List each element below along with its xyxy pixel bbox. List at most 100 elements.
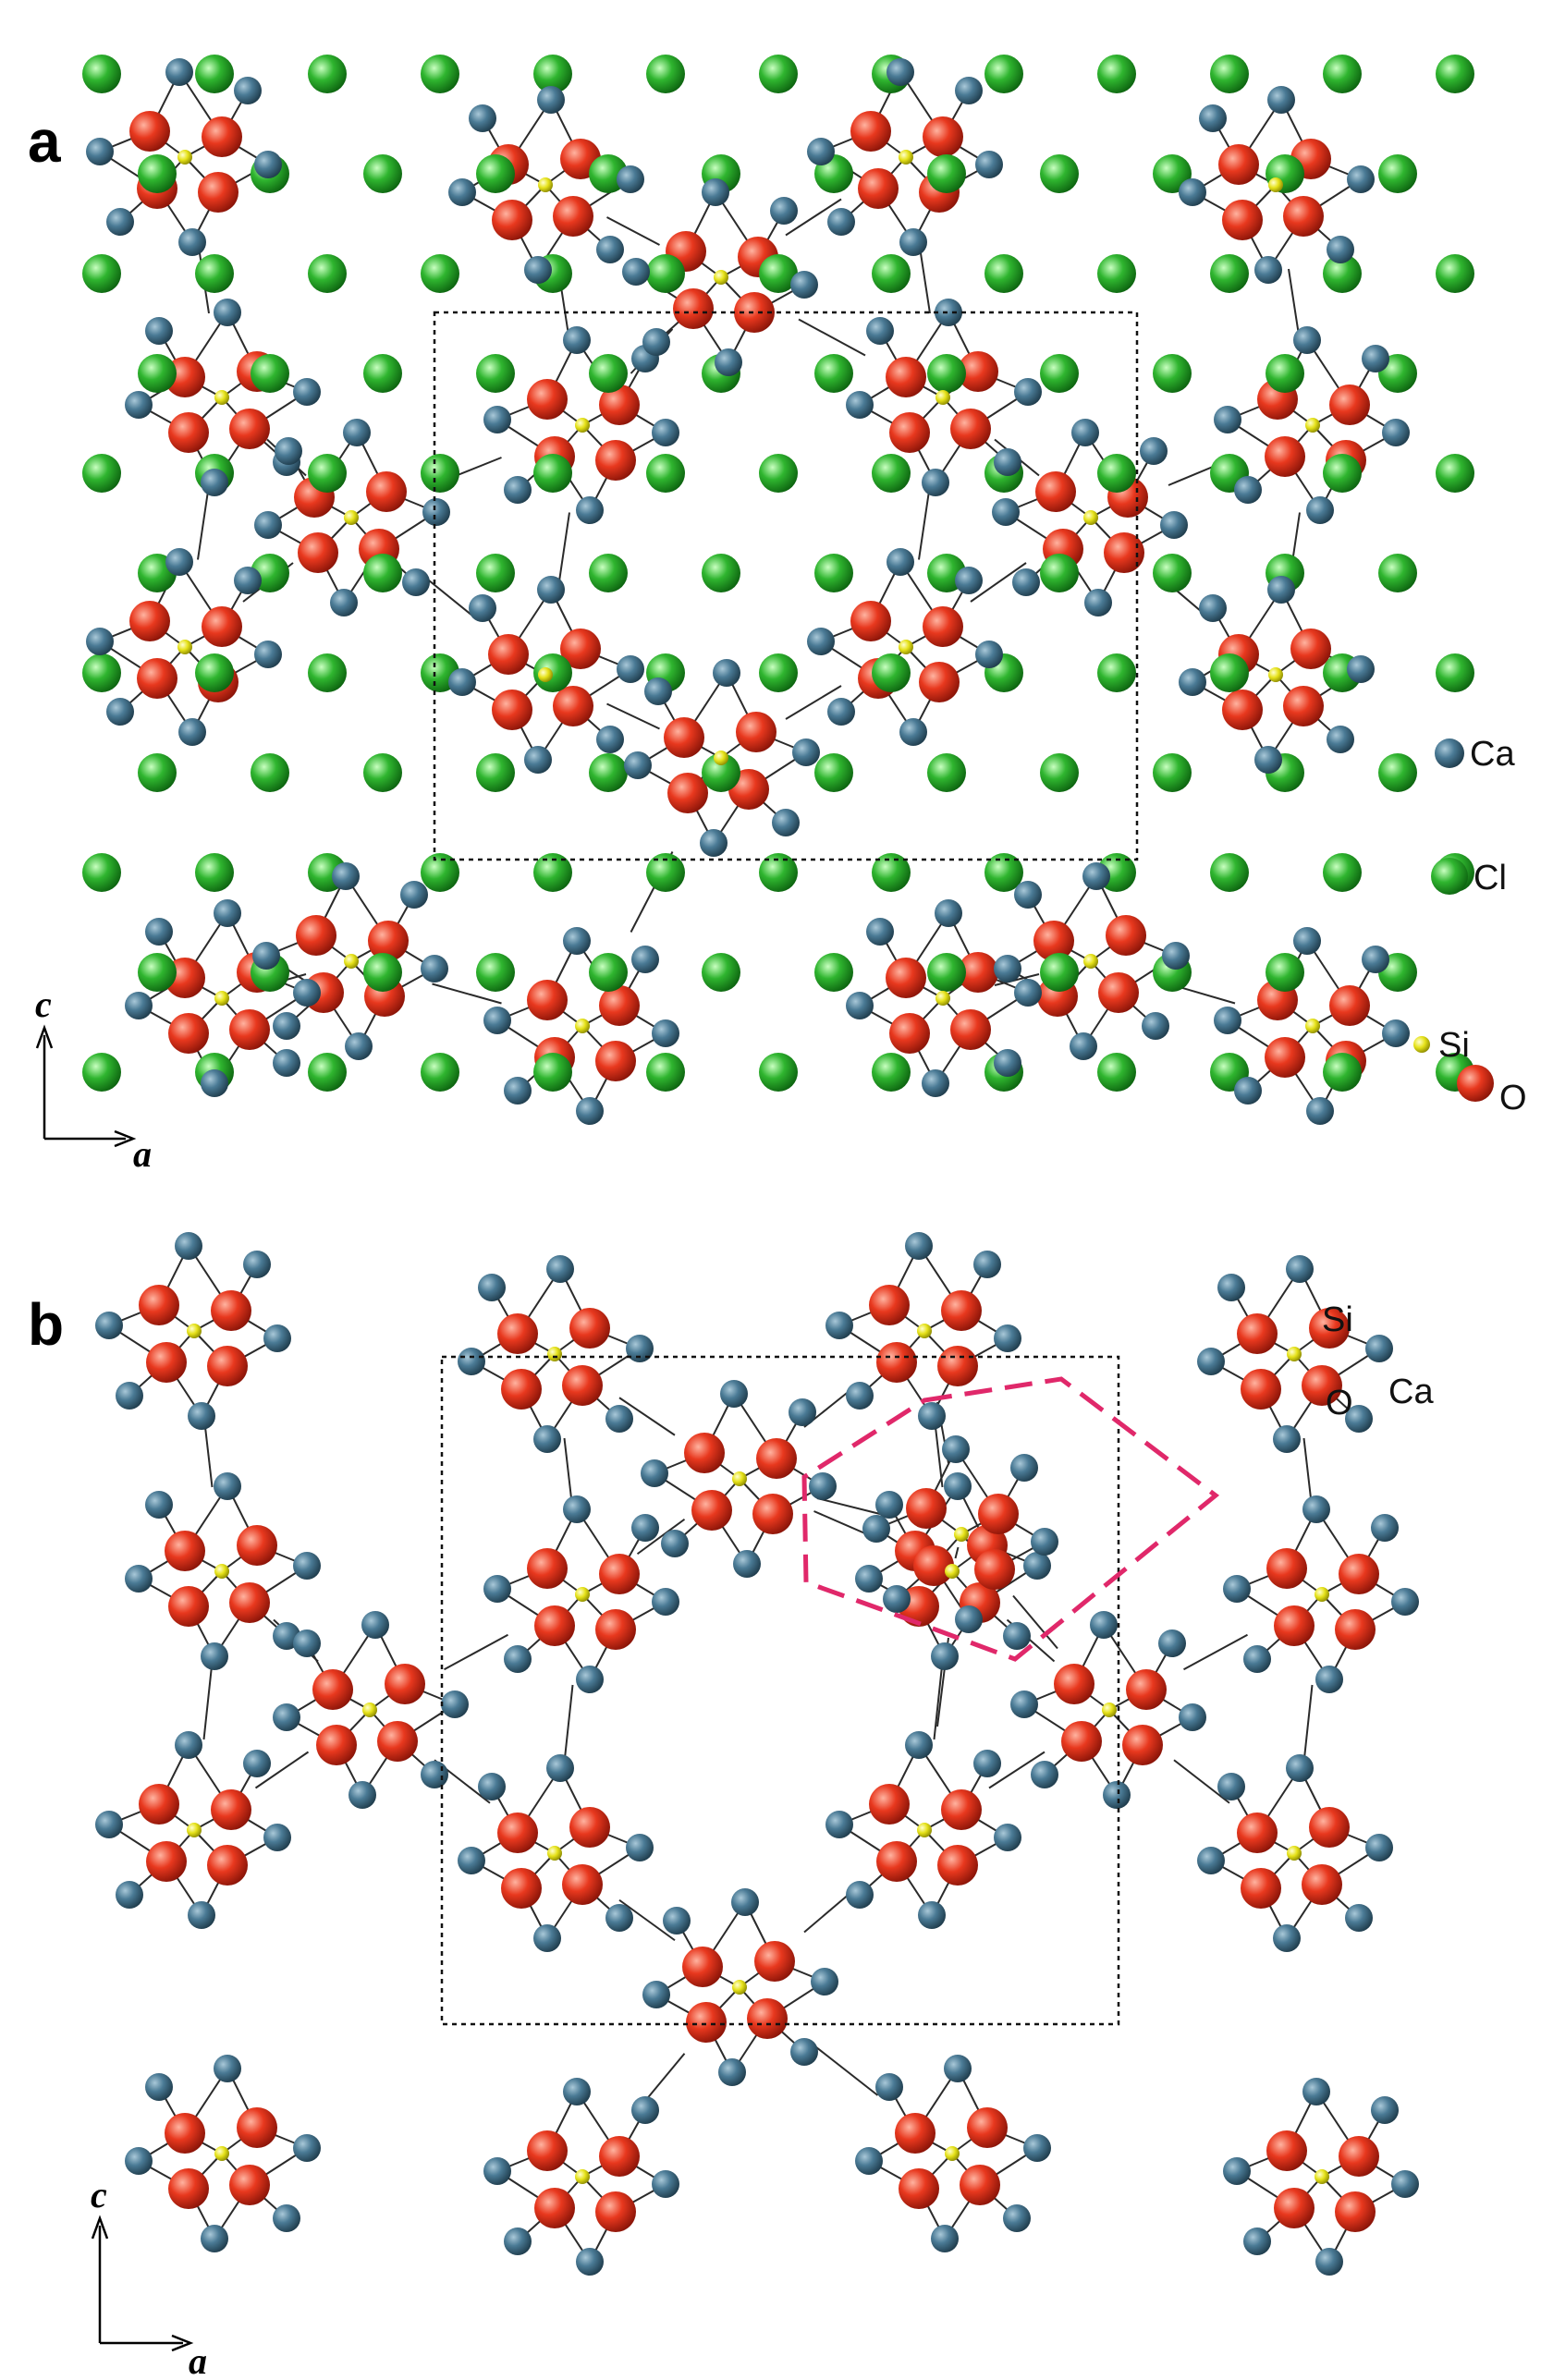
panel-b-ca-atom [944,1472,972,1500]
panel-b-bonds [108,1245,1406,2263]
panel-b-ca-atom [809,1472,837,1500]
panel-a-cl-atom [759,653,798,692]
panel-b-o-atom [211,1789,251,1830]
panel-b-si-atom [362,1703,377,1717]
panel-a-si-atom [1305,418,1320,433]
panel-b-ca-atom [931,1642,959,1670]
panel-a-cl-atom [872,454,911,493]
panel-b-ca-atom [1273,1924,1301,1952]
panel-a-o-atom [919,662,960,702]
panel-a-o-atom [229,1009,270,1050]
panel-a-cl-atom [1040,154,1079,193]
panel-b-ca-atom [944,2055,972,2082]
panel-a-cl-atom [589,354,628,393]
panel-b-ca-atom [1302,1495,1330,1523]
panel-a-cl-atom [646,853,685,892]
panel-b-ca-atom [1286,1255,1314,1283]
panel-a-cl-atom [1266,953,1304,992]
panel-b-ca-atom [145,2073,173,2101]
panel-a-ca-atom [807,628,835,655]
panel-a-si-atom [575,1019,590,1033]
panel-a-cl-atom [82,653,121,692]
panel-a-ca-atom [1382,419,1410,446]
panel-a-ca-atom [935,899,962,927]
panel-b-bridge-bond [988,1751,1046,1789]
panel-a-cl-atom [1323,55,1362,93]
panel-b-ca-atom [1031,1528,1058,1556]
panel-b-o-atom [139,1285,179,1325]
panel-a-ca-atom [1347,655,1375,683]
panel-a-ca-atom [330,589,358,616]
panel-a-cl-atom [1097,254,1136,293]
panel-a-ca-atom [922,469,949,496]
panel-b-ca-atom [1371,2096,1399,2124]
panel-a-cl-atom [927,154,966,193]
panel-b-o-atom [1061,1721,1102,1762]
panel-b-ca-atom [483,2157,511,2185]
panel-b-ca-atom [731,1888,759,1916]
legend-ca-swatch [1435,738,1464,768]
panel-a-ca-atom [792,738,820,766]
panel-a-ca-atom [1214,1007,1241,1034]
panel-b-o-atom [527,1548,568,1589]
panel-b-o-atom [1126,1669,1167,1710]
panel-b-si-atom [214,1564,229,1579]
panel-a-bonds [99,71,1397,1112]
panel-a-si-atom [214,390,229,405]
panel-b-si-atom [575,2169,590,2184]
panel-a-ca-atom [700,829,728,857]
panel-a-si-atom [344,954,359,969]
panel-a-ca-atom [1362,946,1389,973]
panel-a-axis-a: a [133,1133,152,1175]
panel-a-o-atom [673,288,714,329]
panel-a-o-atom [1283,196,1324,237]
panel-a-o-atom [129,601,170,641]
panel-b-ca-atom [576,1666,604,1693]
panel-a-ca-atom [483,406,511,433]
panel-b-ca-atom [175,1731,202,1759]
panel-a-ca-atom [622,258,650,286]
panel-a-cl-atom [927,354,966,393]
panel-a-si-atom [714,270,728,285]
panel-a-bridge-bond [994,973,1040,986]
panel-a-o-atom [886,958,926,998]
panel-b-ca-atom [214,2055,241,2082]
legend-o-swatch [1457,1065,1494,1102]
panel-b-bridge-bond [1183,1633,1248,1671]
panel-b-ca-atom [201,1642,228,1670]
panel-a-o-atom [492,690,532,730]
panel-a-cl-atom [1378,753,1417,792]
panel-a-cl-atom [308,653,347,692]
panel-b-ca-atom [201,2225,228,2252]
panel-a-cl-atom [308,1053,347,1092]
panel-b-axis-c: c [91,2174,107,2215]
panel-a-o-atom [129,111,170,152]
panel-b-ca-atom [504,1645,532,1673]
panel-b-o-atom [1302,1864,1342,1905]
panel-a-ca-atom [1142,1012,1169,1040]
panel-a-cl-atom [1323,1053,1362,1092]
panel-a-cl-atom [308,55,347,93]
panel-b-si-atom [1102,1703,1117,1717]
panel-a-cl-atom [872,1053,911,1092]
panel-b-ca-atom [1365,1834,1393,1861]
panel-b-o-atom [1122,1725,1163,1765]
panel-b-ca-atom [1243,2227,1271,2255]
panel-b-si-atom [575,1587,590,1602]
panel-b-ca-atom [652,1588,679,1616]
panel-b-ca-atom [1273,1425,1301,1453]
panel-b-o-atom [165,2113,205,2154]
panel-b-si-atom [945,2146,960,2161]
panel-a-ca-atom [106,208,134,236]
panel-b-o-atom [686,2002,727,2043]
panel-b-o-atom [599,2136,640,2177]
panel-a-si-atom [899,640,913,654]
panel-a-o-atom [850,601,891,641]
panel-b-o-atom [385,1664,425,1704]
panel-a-ca-atom [1082,862,1110,890]
panel-a-o-atom [664,717,704,758]
panel-a-si-atom [214,991,229,1006]
panel-a-ca-atom [1084,589,1112,616]
panel-b-o-atom [595,1609,636,1650]
panel-b-ca-atom [1031,1761,1058,1788]
